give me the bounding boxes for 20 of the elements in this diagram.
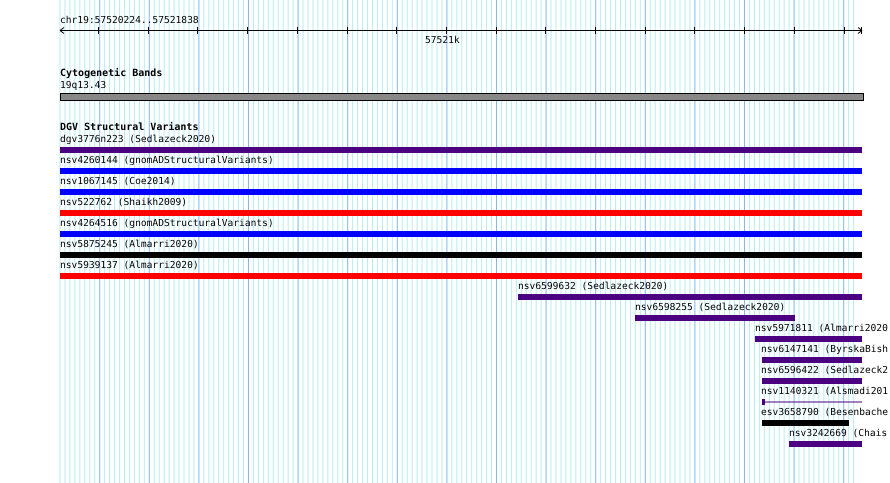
feature-label: nsv1140321 (Alsmadi201 bbox=[761, 386, 888, 397]
tick-label: 57521k bbox=[425, 35, 460, 46]
feature-label: nsv3242669 (Chais bbox=[789, 428, 888, 439]
feature-label: nsv6598255 (Sedlazeck2020) bbox=[635, 302, 786, 313]
coordinate-range-label: chr19:57520224..57521838 bbox=[60, 15, 199, 26]
feature-label: nsv6147141 (ByrskaBish bbox=[761, 344, 888, 355]
feature-label: nsv6596422 (Sedlazeck2 bbox=[761, 365, 888, 376]
feature-label: dgv3776n223 (Sedlazeck2020) bbox=[60, 134, 216, 145]
feature-label: nsv522762 (Shaikh2009) bbox=[60, 197, 188, 208]
track-title: Cytogenetic Bands bbox=[60, 68, 162, 79]
band-label: 19q13.43 bbox=[60, 80, 106, 91]
feature-label: nsv4260144 (gnomADStructuralVariants) bbox=[60, 155, 274, 166]
feature-label: nsv4264516 (gnomADStructuralVariants) bbox=[60, 218, 274, 229]
track-title: DGV Structural Variants bbox=[60, 122, 198, 133]
feature-label: nsv1067145 (Coe2014) bbox=[60, 176, 176, 187]
feature-label: nsv5971811 (Almarri2020 bbox=[755, 323, 888, 334]
feature-label: nsv5939137 (Almarri2020) bbox=[60, 260, 199, 271]
feature-label: esv3658790 (Besenbache bbox=[761, 407, 888, 418]
feature-label: nsv6599632 (Sedlazeck2020) bbox=[518, 281, 668, 292]
feature-label: nsv5875245 (Almarri2020) bbox=[60, 239, 199, 250]
